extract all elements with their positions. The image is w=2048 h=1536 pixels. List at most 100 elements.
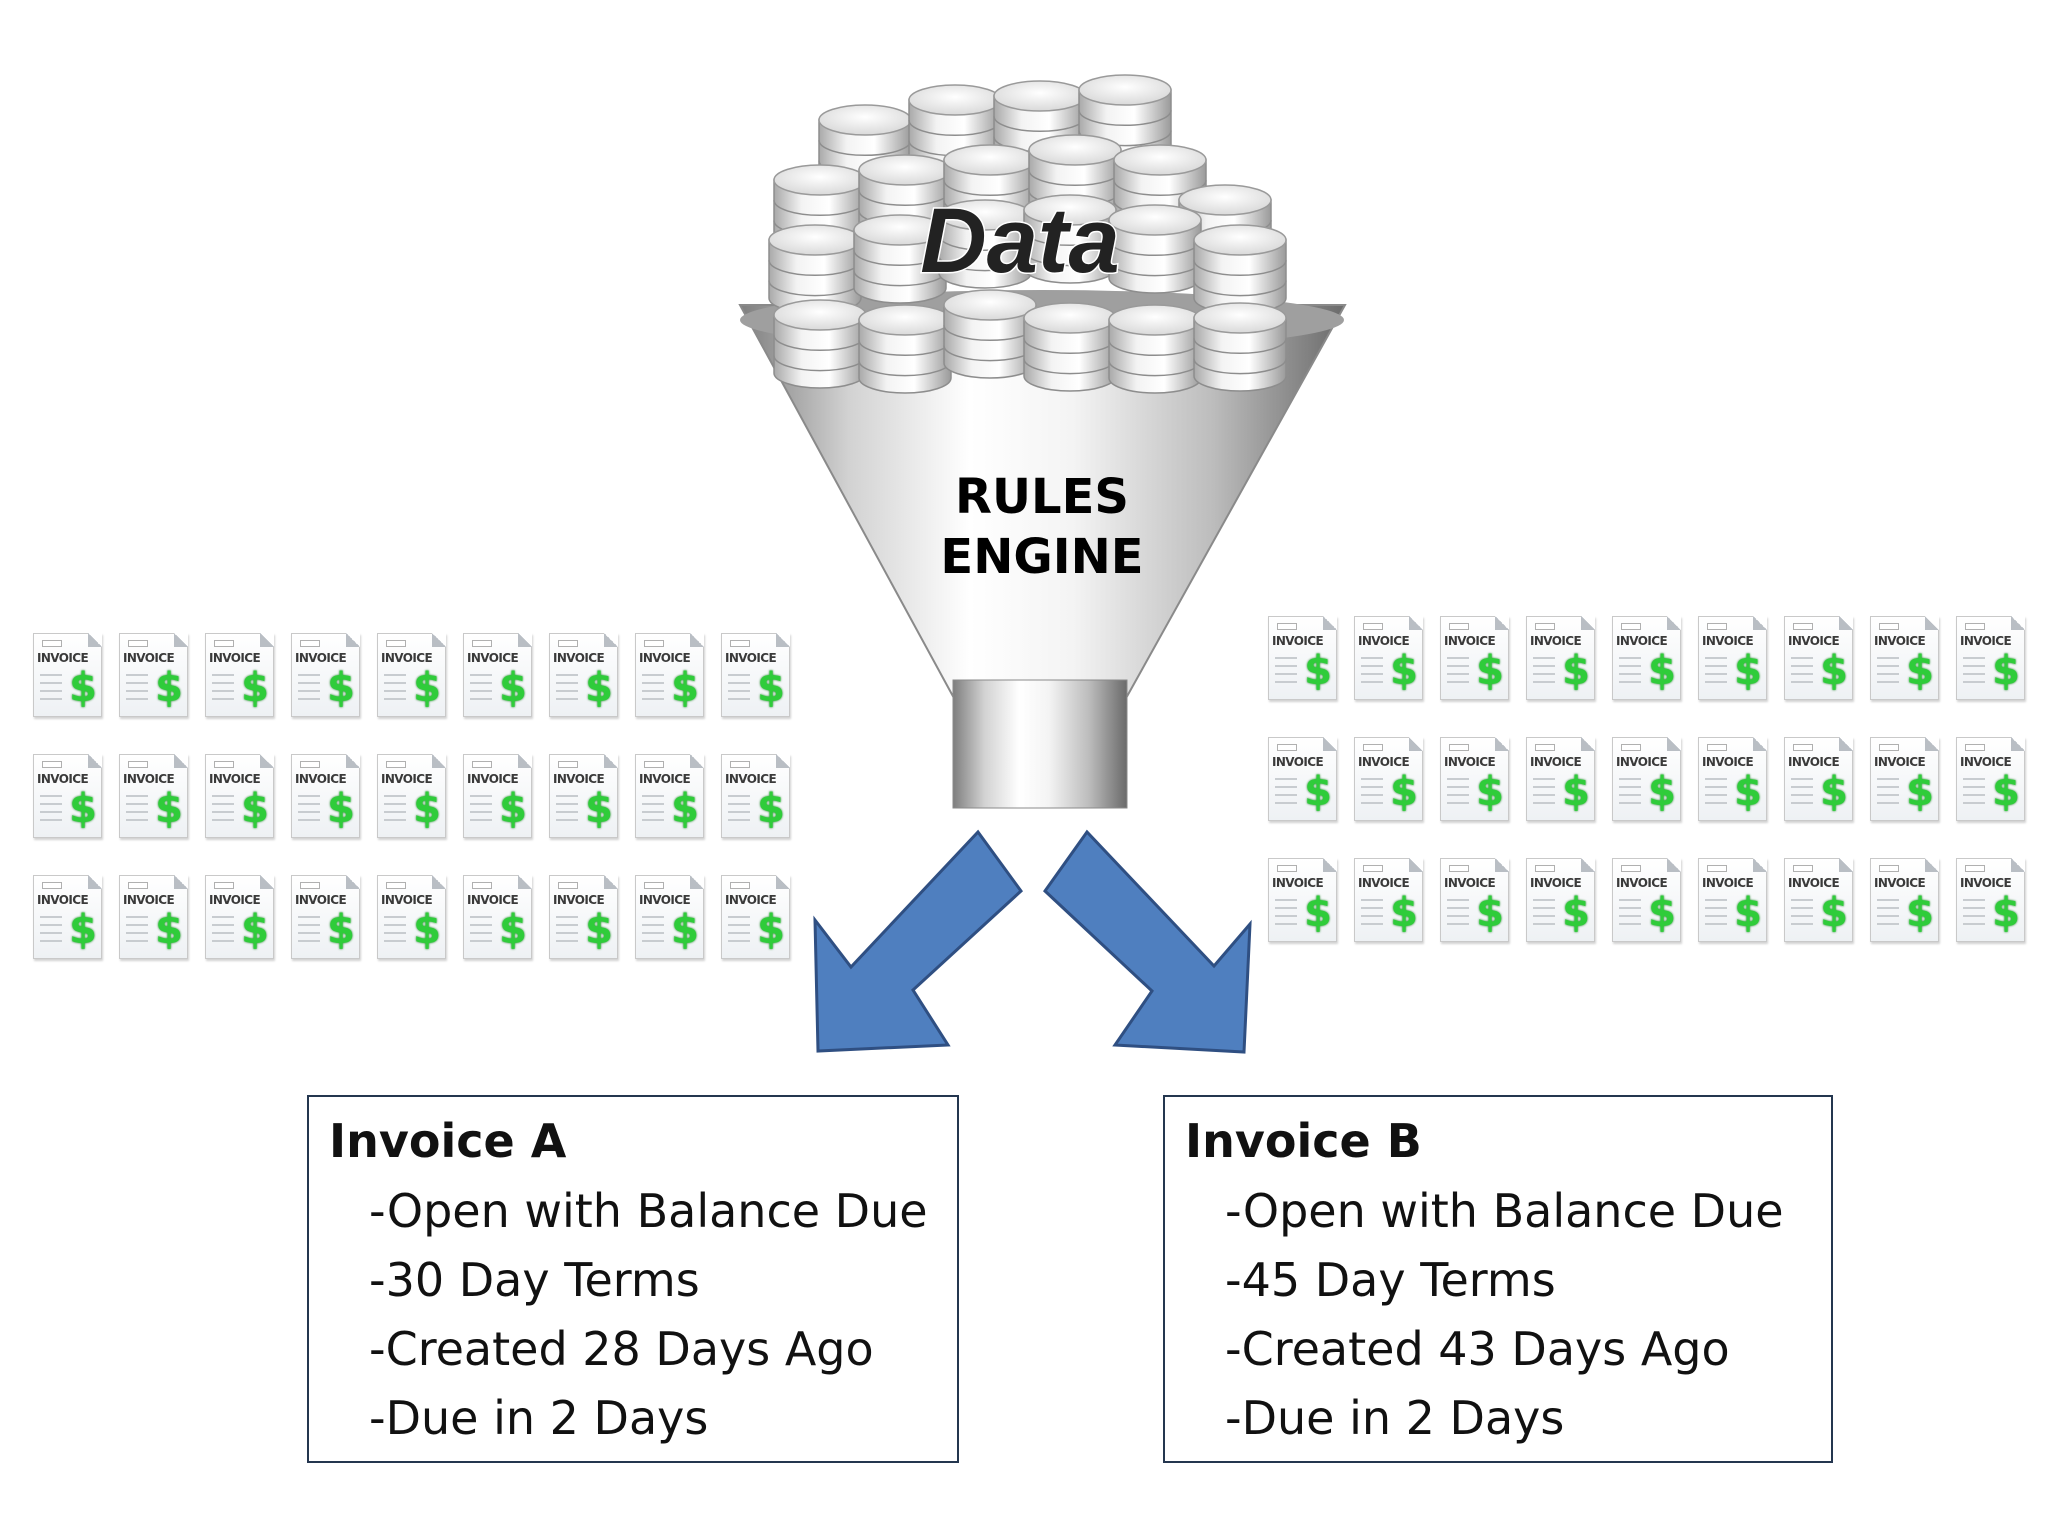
invoice-document-icon: INVOICE$	[463, 875, 532, 959]
invoice-icon-label: INVOICE	[639, 651, 691, 665]
invoice-icon-label: INVOICE	[1874, 755, 1926, 769]
invoice-icon-label: INVOICE	[1530, 876, 1582, 890]
invoice-icon-label: INVOICE	[1444, 876, 1496, 890]
invoice-a-line: -Due in 2 Days	[369, 1391, 709, 1445]
invoice-document-icon: INVOICE$	[1870, 616, 1939, 700]
invoice-document-icon: INVOICE$	[721, 754, 790, 838]
dollar-icon: $	[1992, 769, 2020, 815]
invoice-document-icon: INVOICE$	[205, 875, 274, 959]
dollar-icon: $	[1476, 769, 1504, 815]
invoice-document-icon: INVOICE$	[291, 754, 360, 838]
invoice-icon-label: INVOICE	[725, 772, 777, 786]
invoice-icon-label: INVOICE	[123, 651, 175, 665]
dollar-icon: $	[327, 786, 355, 832]
invoice-icon-label: INVOICE	[123, 772, 175, 786]
invoice-document-icon: INVOICE$	[1268, 616, 1337, 700]
invoice-document-icon: INVOICE$	[205, 754, 274, 838]
dollar-icon: $	[413, 665, 441, 711]
invoice-b-card: Invoice B -Open with Balance Due -45 Day…	[1163, 1095, 1833, 1463]
invoice-grid-left: INVOICE$INVOICE$INVOICE$INVOICE$INVOICE$…	[33, 633, 790, 959]
invoice-icon-label: INVOICE	[381, 651, 433, 665]
invoice-b-line: -Open with Balance Due	[1225, 1184, 1784, 1238]
invoice-b-line: -Created 43 Days Ago	[1225, 1322, 1730, 1376]
invoice-document-icon: INVOICE$	[1440, 616, 1509, 700]
dollar-icon: $	[671, 786, 699, 832]
invoice-icon-label: INVOICE	[1444, 755, 1496, 769]
invoice-document-icon: INVOICE$	[549, 875, 618, 959]
invoice-b-line: -Due in 2 Days	[1225, 1391, 1565, 1445]
invoice-document-icon: INVOICE$	[721, 875, 790, 959]
invoice-icon-label: INVOICE	[1788, 634, 1840, 648]
invoice-b-line: -45 Day Terms	[1225, 1253, 1556, 1307]
invoice-document-icon: INVOICE$	[721, 633, 790, 717]
dollar-icon: $	[327, 907, 355, 953]
invoice-icon-label: INVOICE	[209, 651, 261, 665]
dollar-icon: $	[1562, 890, 1590, 936]
invoice-document-icon: INVOICE$	[1956, 737, 2025, 821]
dollar-icon: $	[585, 907, 613, 953]
invoice-icon-label: INVOICE	[639, 772, 691, 786]
invoice-icon-label: INVOICE	[1874, 876, 1926, 890]
invoice-icon-label: INVOICE	[639, 893, 691, 907]
dollar-icon: $	[585, 665, 613, 711]
invoice-icon-label: INVOICE	[725, 651, 777, 665]
invoice-document-icon: INVOICE$	[119, 875, 188, 959]
invoice-icon-label: INVOICE	[467, 651, 519, 665]
invoice-document-icon: INVOICE$	[1440, 858, 1509, 942]
dollar-icon: $	[1906, 648, 1934, 694]
dollar-icon: $	[1734, 648, 1762, 694]
invoice-grid-right: INVOICE$INVOICE$INVOICE$INVOICE$INVOICE$…	[1268, 616, 2025, 942]
invoice-document-icon: INVOICE$	[1698, 737, 1767, 821]
invoice-document-icon: INVOICE$	[33, 875, 102, 959]
invoice-document-icon: INVOICE$	[1268, 858, 1337, 942]
invoice-icon-label: INVOICE	[1272, 755, 1324, 769]
invoice-a-title: Invoice A	[329, 1114, 567, 1168]
invoice-icon-label: INVOICE	[295, 651, 347, 665]
dollar-icon: $	[671, 907, 699, 953]
dollar-icon: $	[413, 786, 441, 832]
invoice-icon-label: INVOICE	[381, 772, 433, 786]
dollar-icon: $	[1562, 648, 1590, 694]
arrow-left-icon	[813, 829, 1024, 1053]
dollar-icon: $	[1820, 890, 1848, 936]
invoice-a-line: -Created 28 Days Ago	[369, 1322, 874, 1376]
rules-engine-label-line1: RULES	[955, 469, 1129, 525]
invoice-icon-label: INVOICE	[37, 772, 89, 786]
invoice-document-icon: INVOICE$	[1354, 858, 1423, 942]
invoice-document-icon: INVOICE$	[1526, 616, 1595, 700]
database-cylinders-icon	[768, 74, 1287, 394]
dollar-icon: $	[1734, 769, 1762, 815]
dollar-icon: $	[1476, 648, 1504, 694]
invoice-document-icon: INVOICE$	[1698, 858, 1767, 942]
invoice-icon-label: INVOICE	[209, 772, 261, 786]
dollar-icon: $	[1992, 890, 2020, 936]
dollar-icon: $	[1992, 648, 2020, 694]
dollar-icon: $	[757, 786, 785, 832]
invoice-document-icon: INVOICE$	[1354, 616, 1423, 700]
invoice-icon-label: INVOICE	[1702, 755, 1754, 769]
dollar-icon: $	[671, 665, 699, 711]
invoice-a-line: -Open with Balance Due	[369, 1184, 928, 1238]
dollar-icon: $	[155, 786, 183, 832]
dollar-icon: $	[1906, 890, 1934, 936]
dollar-icon: $	[69, 665, 97, 711]
invoice-icon-label: INVOICE	[1960, 634, 2012, 648]
invoice-document-icon: INVOICE$	[1268, 737, 1337, 821]
invoice-a-card: Invoice A -Open with Balance Due -30 Day…	[307, 1095, 959, 1463]
rules-engine-label-line2: ENGINE	[940, 529, 1143, 585]
invoice-icon-label: INVOICE	[1788, 876, 1840, 890]
invoice-icon-label: INVOICE	[1702, 876, 1754, 890]
invoice-icon-label: INVOICE	[381, 893, 433, 907]
invoice-icon-label: INVOICE	[553, 893, 605, 907]
dollar-icon: $	[757, 665, 785, 711]
invoice-icon-label: INVOICE	[209, 893, 261, 907]
invoice-document-icon: INVOICE$	[1354, 737, 1423, 821]
invoice-document-icon: INVOICE$	[1440, 737, 1509, 821]
invoice-icon-label: INVOICE	[467, 772, 519, 786]
invoice-document-icon: INVOICE$	[1784, 858, 1853, 942]
invoice-document-icon: INVOICE$	[463, 633, 532, 717]
dollar-icon: $	[413, 907, 441, 953]
invoice-icon-label: INVOICE	[1272, 634, 1324, 648]
arrow-right-icon	[1043, 829, 1252, 1054]
invoice-icon-label: INVOICE	[1444, 634, 1496, 648]
